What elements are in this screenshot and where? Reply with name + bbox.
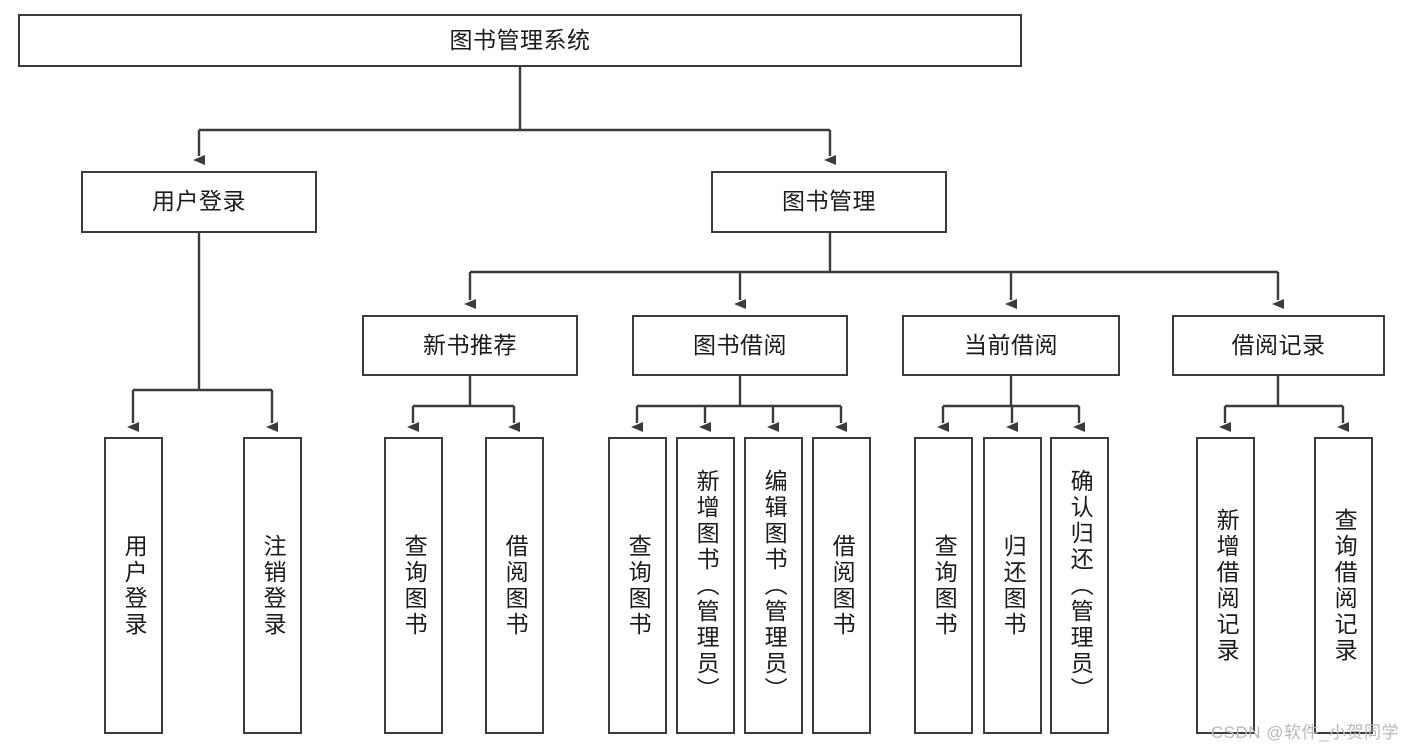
leaf-user-login-login[interactable]: 用户登录 <box>104 437 163 734</box>
leaf-borrow-borrow-book[interactable]: 借阅图书 <box>812 437 871 734</box>
node-label: 查询图书 <box>931 533 958 638</box>
node-label: 图书管理 <box>782 188 876 215</box>
leaf-records-query-record[interactable]: 查询借阅记录 <box>1314 437 1373 734</box>
leaf-recommend-borrow-book[interactable]: 借阅图书 <box>485 437 544 734</box>
node-new-book-recommend[interactable]: 新书推荐 <box>362 315 578 376</box>
leaf-borrow-edit-book-admin[interactable]: 编辑图书（管理员） <box>744 437 803 734</box>
node-label: 确认归还（管理员） <box>1067 468 1094 703</box>
node-label: 新书推荐 <box>423 331 517 358</box>
node-label: 用户登录 <box>152 188 246 215</box>
leaf-borrow-query-book[interactable]: 查询图书 <box>608 437 667 734</box>
node-label: 借阅图书 <box>502 533 529 638</box>
node-label: 新增借阅记录 <box>1213 507 1240 664</box>
node-label: 查询借阅记录 <box>1331 507 1358 664</box>
leaf-current-return-book[interactable]: 归还图书 <box>983 437 1042 734</box>
leaf-current-confirm-return-admin[interactable]: 确认归还（管理员） <box>1050 437 1109 734</box>
node-root-book-management-system[interactable]: 图书管理系统 <box>18 14 1022 67</box>
node-borrow-records[interactable]: 借阅记录 <box>1172 315 1385 376</box>
leaf-user-login-logout[interactable]: 注销登录 <box>243 437 302 734</box>
node-label: 新增图书（管理员） <box>693 468 720 703</box>
node-label: 图书借阅 <box>693 331 787 358</box>
node-label: 借阅记录 <box>1231 331 1326 358</box>
node-label: 注销登录 <box>260 533 287 638</box>
leaf-current-query-book[interactable]: 查询图书 <box>914 437 973 734</box>
node-current-borrow[interactable]: 当前借阅 <box>902 315 1120 376</box>
node-label: 当前借阅 <box>964 331 1058 358</box>
node-label: 借阅图书 <box>829 533 856 638</box>
leaf-records-add-record[interactable]: 新增借阅记录 <box>1196 437 1255 734</box>
leaf-recommend-query-book[interactable]: 查询图书 <box>384 437 443 734</box>
node-book-management[interactable]: 图书管理 <box>711 171 947 233</box>
node-label: 编辑图书（管理员） <box>761 468 788 703</box>
node-user-login[interactable]: 用户登录 <box>81 171 317 233</box>
node-label: 图书管理系统 <box>449 26 591 53</box>
node-label: 查询图书 <box>401 533 428 638</box>
node-label: 查询图书 <box>625 533 652 638</box>
node-label: 用户登录 <box>121 533 148 638</box>
csdn-watermark: CSDN @软件_小贺同学 <box>1210 723 1399 742</box>
node-label: 归还图书 <box>1000 533 1027 638</box>
leaf-borrow-add-book-admin[interactable]: 新增图书（管理员） <box>676 437 735 734</box>
node-book-borrow[interactable]: 图书借阅 <box>632 315 848 376</box>
